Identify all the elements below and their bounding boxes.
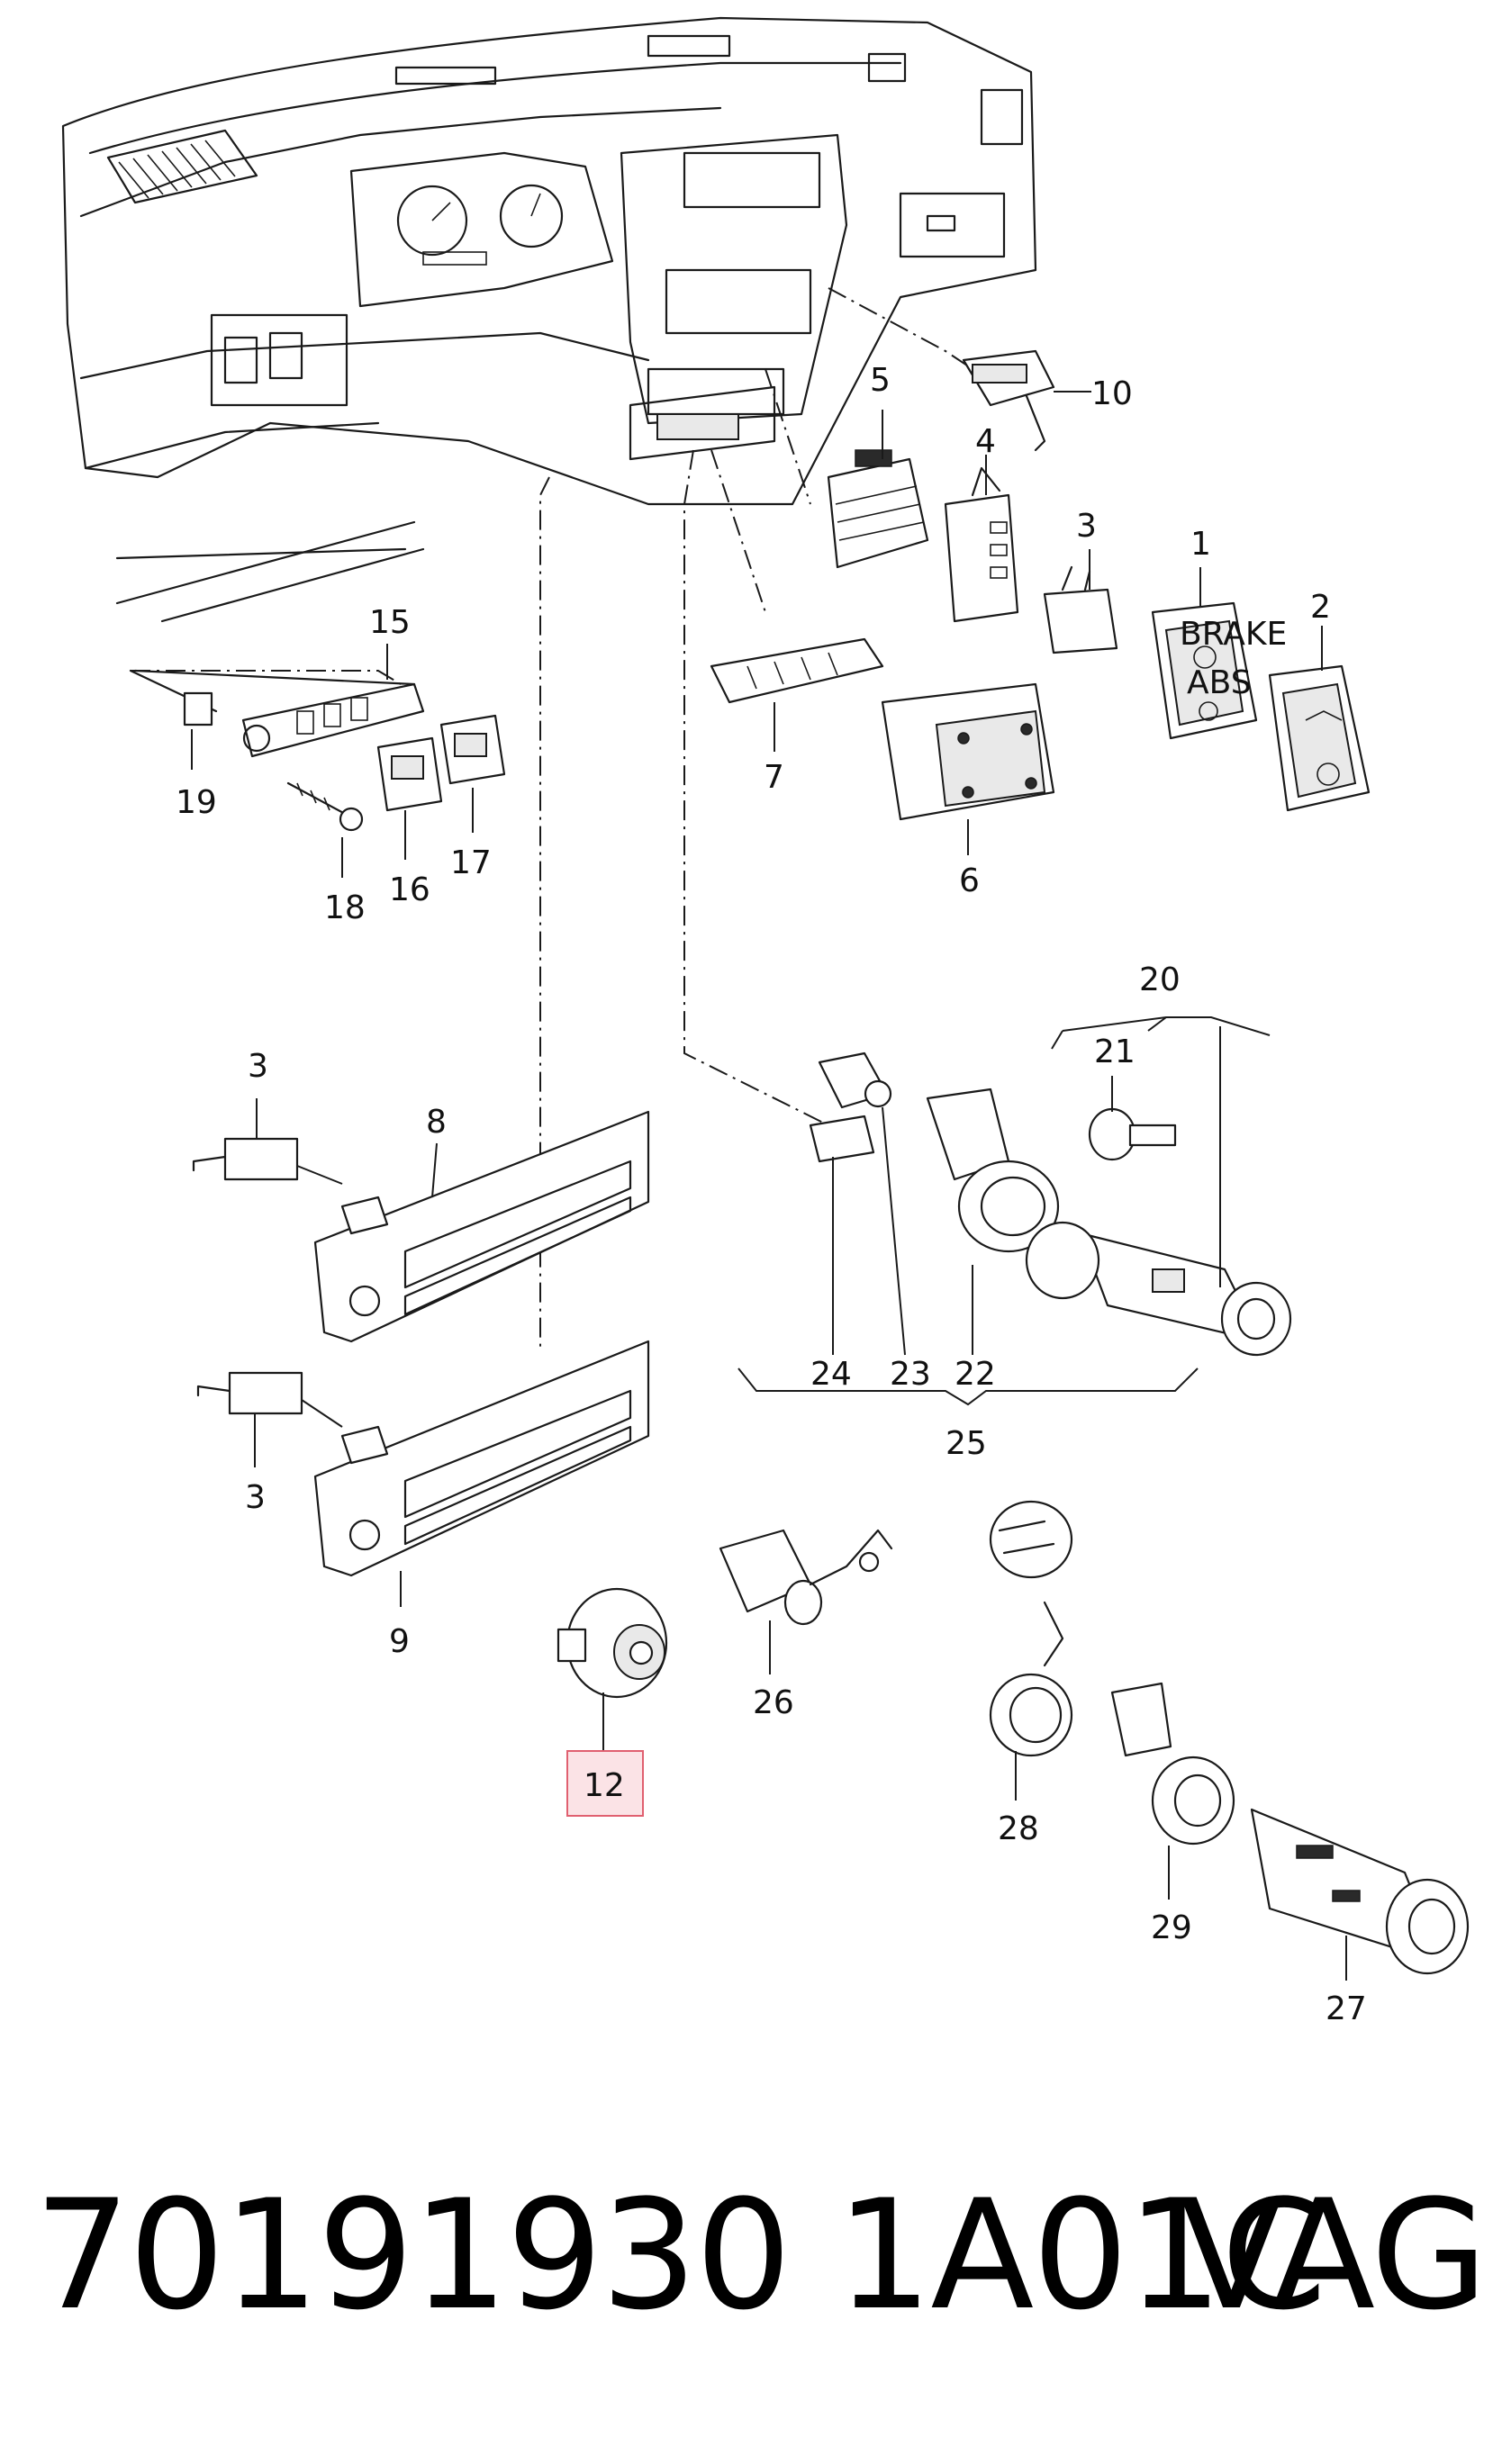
part-27-socket [1250, 1808, 1470, 1975]
part-18-screw [286, 781, 364, 832]
part-1-brake-abs-switch: BRAKE ABS [1151, 601, 1287, 740]
part-21-bulb [1088, 1107, 1177, 1161]
part-2-hazard-switch [1268, 664, 1371, 812]
callout-9: 9 [389, 1623, 410, 1660]
callout-17: 17 [450, 844, 492, 881]
part-28-cap [989, 1500, 1073, 1757]
callout-28: 28 [998, 1810, 1039, 1847]
part-17-connector [439, 714, 506, 785]
part-15-switch-holder [129, 669, 425, 758]
part-number: 70191930 1A01C [34, 2167, 1326, 2343]
part-3-small-relay [1043, 565, 1118, 654]
callout-1: 1 [1190, 526, 1211, 563]
part-6-relay [881, 682, 1055, 821]
callout-29: 29 [1151, 1909, 1192, 1946]
brand-name: VAG [1180, 2167, 1488, 2343]
part-3-connector-lower [196, 1371, 343, 1428]
highlight-box-part-12 [566, 1750, 644, 1817]
callout-19: 19 [176, 784, 217, 821]
callout-numbers: 10 5 4 3 1 2 6 7 15 19 18 16 17 20 21 3 … [176, 362, 1367, 2027]
callout-10: 10 [1091, 375, 1133, 412]
part-10-connector [962, 349, 1055, 452]
callout-24: 24 [810, 1356, 852, 1393]
part-number-caption: 70191930 1A01C VAG [34, 2167, 1488, 2343]
callout-12: 12 [584, 1767, 625, 1804]
part-5-relay-block [827, 449, 929, 569]
callout-20: 20 [1139, 961, 1181, 998]
part-4-relay [944, 466, 1019, 623]
callout-leaders [191, 391, 1347, 1981]
part-26-bulb-holder [719, 1529, 893, 1626]
callout-27: 27 [1326, 1990, 1367, 2027]
callout-2: 2 [1310, 589, 1331, 626]
callout-22: 22 [955, 1356, 996, 1393]
callout-23: 23 [890, 1356, 931, 1393]
part-24-holder [809, 1115, 875, 1163]
brake-label: BRAKE [1180, 616, 1287, 653]
dashboard-illustration [61, 16, 1037, 623]
part-8-control-panel [313, 1110, 650, 1343]
callout-4: 4 [975, 423, 996, 460]
callout-8: 8 [426, 1104, 447, 1141]
callout-3: 3 [1076, 508, 1097, 545]
part-16-connector [376, 736, 443, 812]
abs-label: ABS [1187, 664, 1252, 701]
part-9-control-panel [313, 1340, 650, 1577]
callout-18: 18 [324, 889, 366, 926]
callout-26: 26 [753, 1684, 794, 1721]
part-7-terminal-strip [710, 637, 884, 704]
part-23-bulb [818, 1051, 892, 1109]
part-3-connector-upper [192, 1137, 343, 1185]
part-20-cigarette-lighter [1025, 1221, 1292, 1357]
callout-3-upper: 3 [248, 1048, 268, 1085]
callout-25: 25 [946, 1425, 987, 1462]
part-19-clip [183, 691, 213, 727]
callout-3-lower: 3 [245, 1479, 266, 1516]
part-22-socket [926, 1088, 1060, 1253]
callout-15: 15 [369, 604, 411, 641]
callout-5: 5 [870, 362, 891, 399]
callout-16: 16 [389, 871, 430, 908]
callout-7: 7 [764, 759, 784, 796]
callout-6: 6 [959, 862, 980, 899]
part-29-ring [1110, 1682, 1235, 1846]
part-12-rotary-switch [556, 1587, 668, 1699]
callout-21: 21 [1094, 1033, 1136, 1070]
dashed-leaders [131, 287, 973, 1350]
